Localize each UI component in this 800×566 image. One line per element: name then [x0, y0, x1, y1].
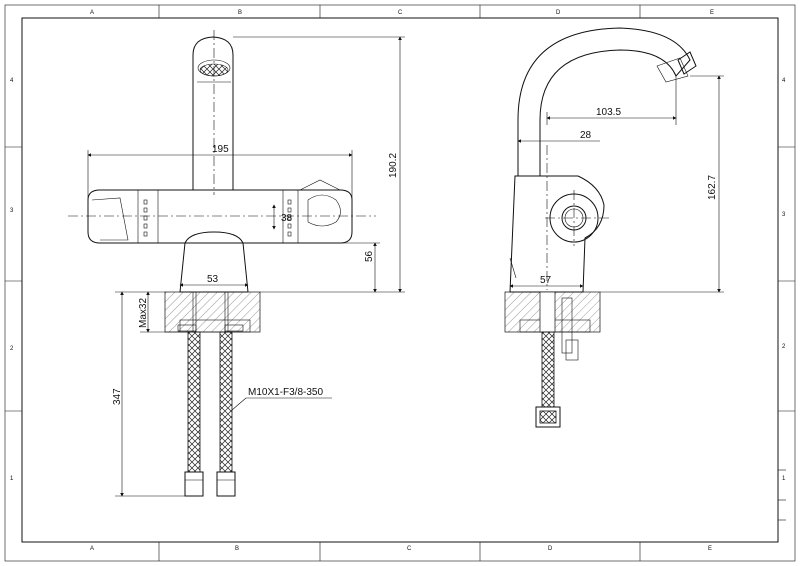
zone-col-d-top: D — [556, 10, 561, 16]
side-spout — [517, 27, 691, 176]
zone-row-3-right: 3 — [782, 212, 786, 218]
zone-col-e-top: E — [710, 10, 714, 16]
zone-row-1-left: 1 — [10, 476, 14, 482]
zone-row-2-left: 2 — [10, 346, 14, 352]
dim-height-total: 190.2 — [388, 153, 399, 178]
zone-row-3-left: 3 — [10, 208, 14, 214]
side-view: 103.5 28 162.7 57 — [504, 27, 724, 428]
drawing-frame — [4, 4, 796, 562]
zone-col-b-bottom: B — [235, 546, 239, 552]
dim-deck-height: 56 — [364, 250, 375, 262]
zone-row-4-right: 4 — [782, 78, 786, 84]
zone-col-e-bottom: E — [708, 546, 712, 552]
zone-col-b-top: B — [238, 10, 242, 16]
front-countertop — [164, 291, 261, 333]
hose-left — [187, 331, 201, 473]
zone-labels: A B C D E A B C D E 4 3 2 1 4 3 2 1 — [10, 10, 786, 552]
zone-col-c-bottom: C — [407, 546, 412, 552]
dim-side-base-dia: 57 — [540, 275, 552, 286]
dim-reach: 103.5 — [596, 107, 621, 118]
dim-base-dia: 53 — [207, 274, 219, 285]
front-view: 190.2 195 38 56 53 Max32 347 M10X1-F3/8-… — [68, 30, 405, 497]
hose-nut-left — [184, 471, 204, 497]
dim-spout-dia: 28 — [580, 130, 592, 141]
hose-spec-label: M10X1-F3/8-350 — [248, 387, 323, 398]
front-base — [179, 231, 249, 293]
dim-deck-thickness: Max32 — [138, 298, 149, 328]
zone-col-a-top: A — [90, 10, 94, 16]
dim-outlet-dia: 38 — [281, 213, 293, 224]
zone-row-1-right: 1 — [782, 476, 786, 482]
zone-row-2-right: 2 — [782, 344, 786, 350]
side-aerator-icon — [677, 51, 697, 75]
side-body — [509, 175, 605, 293]
side-hose — [541, 331, 555, 408]
temp-scale-marks — [143, 199, 292, 237]
dim-hose-length: 347 — [112, 388, 123, 405]
dim-spout-height: 162.7 — [707, 175, 718, 200]
dim-width-body: 195 — [212, 144, 229, 155]
side-hose-nut — [535, 406, 561, 428]
zone-col-c-top: C — [398, 10, 403, 16]
zone-col-a-bottom: A — [90, 546, 94, 552]
front-spout — [192, 36, 234, 190]
hose-nut-right — [216, 471, 236, 497]
zone-col-d-bottom: D — [548, 546, 553, 552]
hose-right — [219, 331, 233, 473]
zone-row-4-left: 4 — [10, 78, 14, 84]
front-body — [87, 189, 353, 244]
